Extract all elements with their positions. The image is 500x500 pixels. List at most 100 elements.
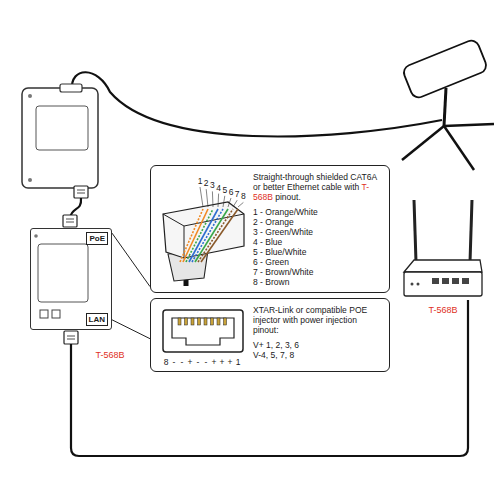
rj45-plug bbox=[67, 336, 75, 337]
wifi-router bbox=[414, 200, 416, 262]
wifi-router bbox=[442, 278, 449, 284]
leader-line bbox=[206, 189, 208, 207]
wire-pair bbox=[198, 209, 233, 262]
injector-detail bbox=[52, 310, 60, 318]
pin-number: 7 bbox=[235, 189, 240, 199]
box-heading: Straight-through shielded CAT6A or bette… bbox=[253, 172, 383, 202]
jack-contact bbox=[204, 318, 207, 325]
satellite-dish bbox=[444, 126, 474, 170]
rj45-plug bbox=[63, 215, 77, 227]
wifi-router bbox=[404, 200, 482, 296]
leader-line bbox=[112, 233, 150, 287]
wifi-router bbox=[432, 278, 439, 284]
rj45-jack bbox=[163, 310, 243, 352]
satellite-dish bbox=[402, 126, 444, 160]
wire-pair bbox=[189, 209, 218, 262]
pin-polarity: - bbox=[181, 357, 184, 367]
box-text: V+ 1, 2, 3, 6 bbox=[253, 340, 383, 350]
power-supply bbox=[28, 178, 32, 182]
pin-polarity: + bbox=[212, 357, 217, 367]
pin-number: 2 bbox=[204, 178, 209, 188]
pin-number: 3 bbox=[210, 180, 215, 190]
pin-polarity: + bbox=[228, 357, 233, 367]
leader-line bbox=[223, 196, 225, 207]
wifi-router bbox=[462, 278, 469, 284]
rj45-plug-closeup bbox=[163, 187, 244, 286]
power-supply bbox=[77, 193, 85, 194]
pin-polarity: - bbox=[205, 357, 208, 367]
box-heading: XTAR-Link or compatible POE injector wit… bbox=[253, 305, 383, 335]
jack-contact bbox=[178, 318, 181, 325]
callout-box: XTAR-Link or compatible POE injector wit… bbox=[150, 298, 390, 372]
rj45-plug bbox=[64, 331, 78, 344]
rj45-plug bbox=[63, 215, 77, 227]
leader-line bbox=[200, 187, 203, 207]
wire-pair bbox=[201, 209, 238, 262]
leader-line bbox=[238, 202, 243, 207]
box-text: 2 - Orange bbox=[253, 217, 383, 227]
lan-cable bbox=[71, 300, 468, 456]
box-text: 4 - Blue bbox=[253, 237, 383, 247]
leader-line bbox=[212, 191, 214, 207]
rj45-plug bbox=[66, 219, 74, 220]
wifi-router bbox=[452, 278, 459, 284]
box-text: LAN bbox=[86, 313, 108, 326]
box-text: 6 - Green bbox=[253, 257, 383, 267]
wire-pair bbox=[180, 209, 238, 262]
box-text: 3 - Green/White bbox=[253, 227, 383, 237]
pin-number: 1 bbox=[198, 176, 203, 186]
box-text: 8 - Brown bbox=[253, 277, 383, 287]
jack-contact bbox=[191, 318, 194, 325]
pin-polarity: - bbox=[197, 357, 200, 367]
jack-contact bbox=[198, 318, 201, 325]
wire-pair bbox=[195, 209, 228, 262]
jack-contact bbox=[211, 318, 214, 325]
leader-line bbox=[228, 198, 231, 207]
rj45-jack bbox=[163, 310, 243, 352]
injector-detail bbox=[34, 234, 38, 238]
pin-polarity: + bbox=[188, 357, 193, 367]
leader-line bbox=[112, 320, 150, 339]
callout-box: Straight-through shielded CAT6A or bette… bbox=[150, 165, 390, 293]
box-heading: PoE bbox=[86, 232, 108, 245]
injector-detail bbox=[34, 234, 88, 318]
pin-polarity: 8 bbox=[164, 357, 169, 367]
wifi-router bbox=[470, 200, 472, 262]
leader-line bbox=[233, 200, 237, 207]
rj45-jack bbox=[172, 318, 234, 345]
satellite-dish bbox=[444, 124, 494, 126]
leader-line bbox=[200, 187, 243, 207]
injector-detail bbox=[38, 244, 88, 302]
power-supply bbox=[74, 186, 88, 198]
box-text: 5 - Blue/White bbox=[253, 247, 383, 257]
wifi-router bbox=[404, 272, 482, 296]
box-text: 7 - Brown/White bbox=[253, 267, 383, 277]
rj45-plug bbox=[66, 222, 74, 223]
pin-polarity: 1 bbox=[236, 357, 241, 367]
wifi-router bbox=[417, 283, 420, 286]
box-text: V-4, 5, 7, 8 bbox=[253, 350, 383, 360]
power-supply bbox=[22, 88, 98, 188]
pin-polarity: - bbox=[173, 357, 176, 367]
satellite-dish bbox=[402, 38, 494, 170]
power-supply bbox=[60, 84, 82, 92]
jack-contact bbox=[217, 318, 220, 325]
jack-contact bbox=[185, 318, 188, 325]
dish-cable bbox=[72, 72, 442, 136]
satellite-dish bbox=[444, 88, 446, 126]
pin-number: 4 bbox=[216, 183, 221, 193]
power-supply bbox=[77, 190, 85, 191]
injector-detail bbox=[40, 310, 48, 318]
pin-number: 8 bbox=[241, 191, 246, 201]
pin-polarity: + bbox=[220, 357, 225, 367]
leader-line bbox=[218, 194, 220, 207]
power-supply bbox=[28, 94, 32, 98]
power-supply bbox=[36, 106, 88, 150]
jack-contact bbox=[178, 318, 227, 325]
power-supply bbox=[22, 84, 98, 198]
standard-label: T-568B bbox=[428, 305, 457, 315]
rj45-plug bbox=[64, 331, 78, 344]
